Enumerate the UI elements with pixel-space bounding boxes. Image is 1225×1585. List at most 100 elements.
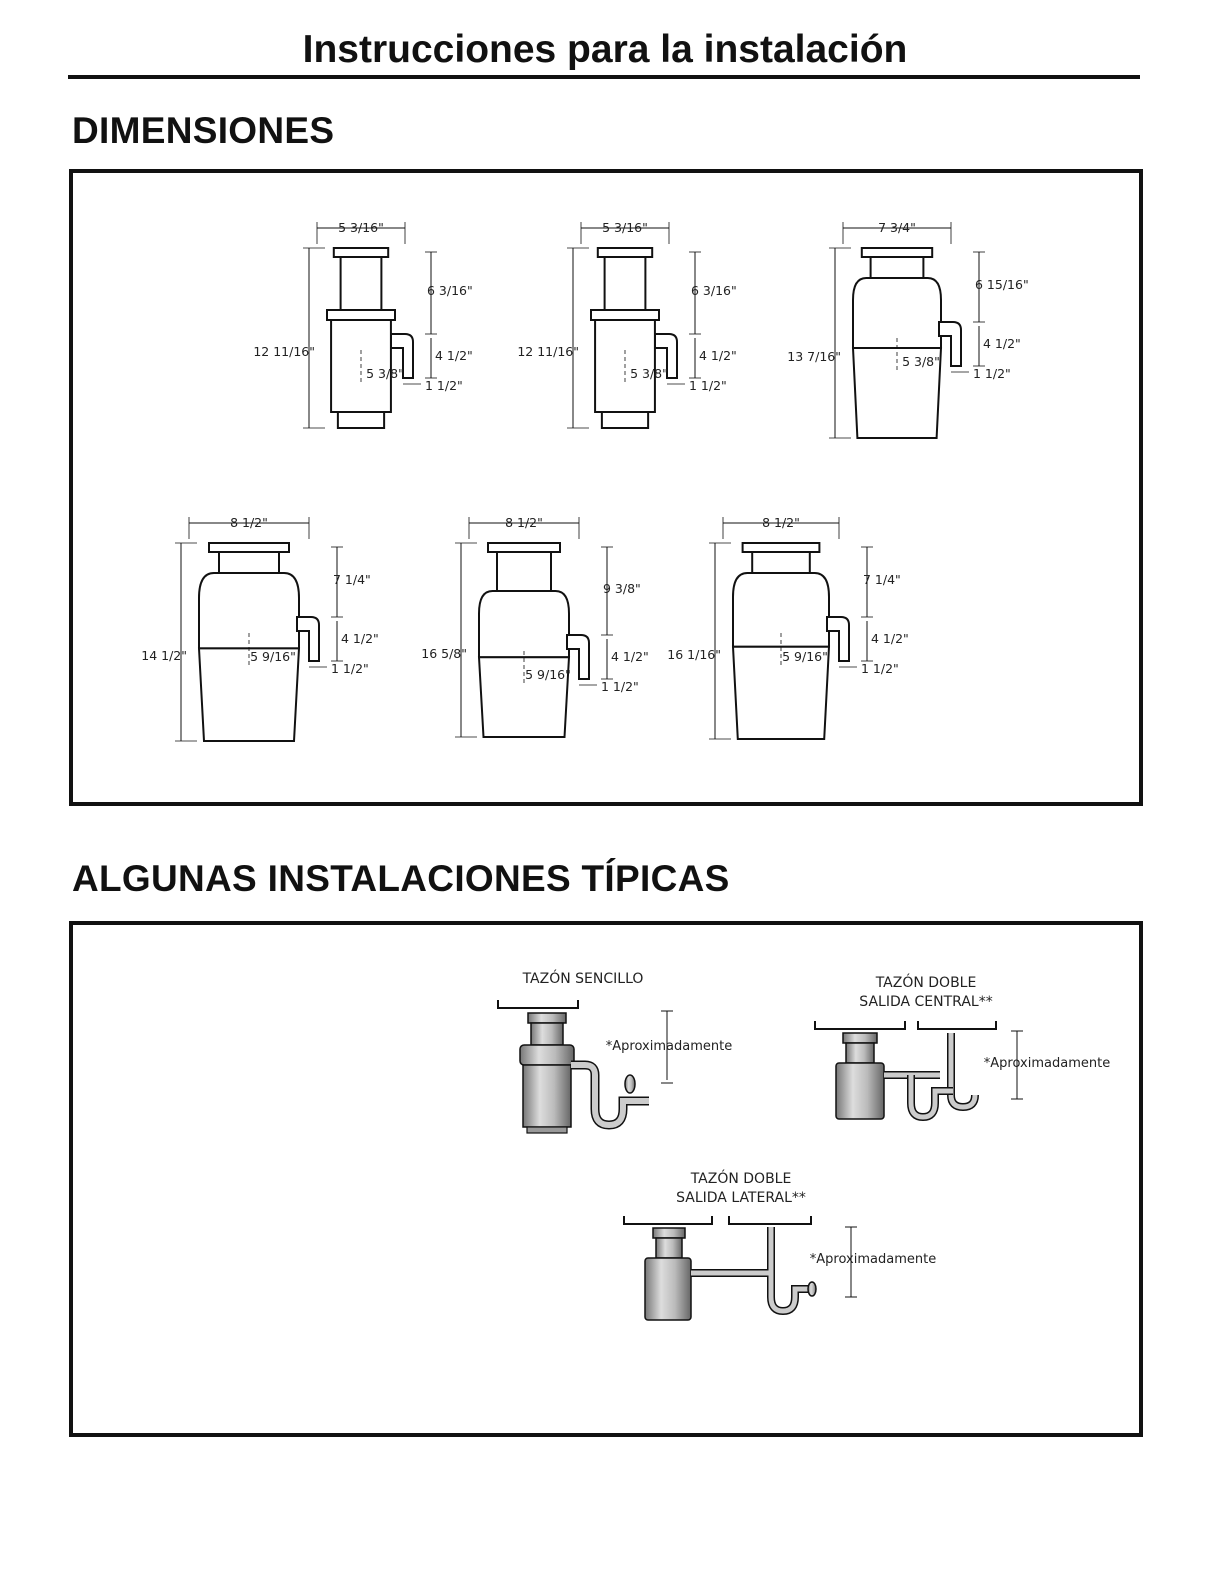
mount-neck [496,551,552,592]
disposer-upper-housing [198,572,300,650]
sink-bowls [814,1021,997,1030]
sink-flange [741,542,821,553]
p-trap-outline [571,1060,649,1130]
width-label: 5 3/16" [338,220,384,235]
sink-flange [860,247,934,258]
inlet-height-label: 6 3/16" [691,283,737,298]
inlet-height-label: 6 15/16" [975,277,1029,292]
disposer-body [522,1064,572,1128]
installations-diagram: TAZÓN SENCILLO *Aproximadamente TAZÓN DO… [497,969,1110,1321]
drain-pipes [691,1227,809,1314]
sink-flange [842,1032,878,1044]
title-rule [68,75,1140,79]
p-trap [571,1062,649,1129]
offset-label: 5 3/8" [366,366,404,381]
motor-collar [590,309,660,321]
outlet-diameter-label: 1 1/2" [331,661,369,676]
outlet-diameter-label: 1 1/2" [861,661,899,676]
disposer-unit-1: 5 3/16"12 11/16"6 3/16"4 1/2"1 1/2"5 3/8… [253,220,473,429]
disposer-base [600,411,650,429]
approx-note: *Aproximadamente [810,1252,936,1267]
width-label: 7 3/4" [878,220,916,235]
approx-note: *Aproximadamente [606,1039,732,1054]
discharge-outlet [826,616,850,662]
motor-collar [326,309,396,321]
installations-heading: ALGUNAS INSTALACIONES TÍPICAS [72,858,730,899]
width-label: 8 1/2" [230,515,268,530]
offset-label: 5 9/16" [525,667,571,682]
mount-neck [603,256,647,311]
sink-flange [332,247,390,258]
drain-pipes-outline [884,1033,979,1112]
disposer-unit-4: 8 1/2" 14 1/2" 7 1/4" 4 1/2" 1 1/2" 5 9/16" [141,515,379,742]
outlet-diameter-label: 1 1/2" [425,378,463,393]
mount-ring [655,1237,683,1259]
disposer-lower-housing [731,645,831,740]
disposer-lower-housing [851,347,943,439]
disposer-base [526,1126,568,1134]
offset-label: 5 9/16" [782,649,828,664]
offset-label: 5 9/16" [250,649,296,664]
sink-flange [527,1012,567,1024]
double-center-installation: TAZÓN DOBLE SALIDA CENTRAL** *Aproximada… [814,973,1110,1122]
wall-pipe [624,1074,636,1094]
mount-neck [751,551,811,574]
height-label: 13 7/16" [787,349,841,364]
disposer-body [835,1062,885,1120]
drain-pipes [884,1033,978,1110]
inlet-height-label: 7 1/4" [333,572,371,587]
outlet-drop-label: 4 1/2" [611,649,649,664]
disposer-unit-3: 7 3/4"13 7/16"6 15/16"4 1/2"1 1/2"5 3/8" [787,220,1029,439]
dimensions-heading: DIMENSIONES [72,110,335,151]
disposer-upper-housing [852,277,942,349]
sink-flange [208,542,290,553]
mount-ring [845,1042,875,1064]
mount-neck [869,256,925,279]
width-label: 8 1/2" [762,515,800,530]
inlet-height-label: 9 3/8" [603,581,641,596]
double-center-caption-2: SALIDA CENTRAL** [859,994,992,1010]
outlet-diameter-label: 1 1/2" [689,378,727,393]
disposer-lower-housing [197,647,301,742]
disposer-unit-6: 8 1/2" 16 1/16" 7 1/4" 4 1/2" 1 1/2" 5 9/16" [667,515,909,740]
disposer-upper-housing [478,590,570,659]
sink-bowl [497,1000,579,1009]
mount-neck [218,551,280,574]
installations-frame: TAZÓN SENCILLO *Aproximadamente TAZÓN DO… [69,921,1143,1437]
sink-flange [596,247,654,258]
height-label: 12 11/16" [253,344,315,359]
sink-flange [652,1227,686,1239]
double-side-installation: TAZÓN DOBLE SALIDA LATERAL** *Aproximada… [623,1169,936,1321]
disposer-lower-housing [477,656,571,738]
outlet-drop-label: 4 1/2" [871,631,909,646]
disposer-base [336,411,386,429]
single-bowl-caption: TAZÓN SENCILLO [522,969,644,987]
width-label: 5 3/16" [602,220,648,235]
discharge-outlet [938,321,962,367]
discharge-outlet [296,616,320,662]
outlet-diameter-label: 1 1/2" [973,366,1011,381]
disposer-unit-2: 5 3/16"12 11/16"6 3/16"4 1/2"1 1/2"5 3/8… [517,220,737,429]
width-label: 8 1/2" [505,515,543,530]
double-side-caption-1: TAZÓN DOBLE [690,1169,792,1187]
sink-bowls [623,1216,812,1225]
height-label: 12 11/16" [517,344,579,359]
sink-flange [487,542,561,553]
discharge-outlet [566,634,590,680]
page-title: Instrucciones para la instalación [302,28,908,71]
mount-ring [530,1022,564,1046]
disposer-upper [519,1044,575,1066]
single-bowl-installation: TAZÓN SENCILLO *Aproximadamente [497,969,732,1134]
offset-label: 5 3/8" [902,354,940,369]
drain-pipes-outline [691,1227,809,1316]
height-label: 14 1/2" [141,648,187,663]
height-label: 16 1/16" [667,647,721,662]
disposer-body [644,1257,692,1321]
dimensions-frame: 5 3/16" 12 11/16" 6 3/16" 4 1/2" 1 1/2" 5 3/8… [69,169,1143,806]
inlet-height-label: 7 1/4" [863,572,901,587]
discharge-outlet [654,333,678,379]
inlet-height-label: 6 3/16" [427,283,473,298]
outlet-drop-label: 4 1/2" [699,348,737,363]
outlet-drop-label: 4 1/2" [341,631,379,646]
mount-neck [339,256,383,311]
